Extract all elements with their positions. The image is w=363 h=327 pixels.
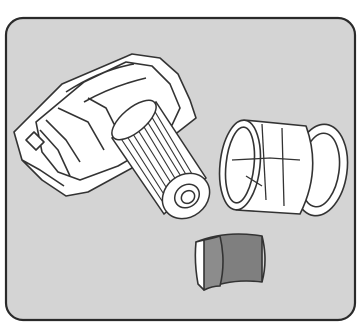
sponge-filter (195, 234, 265, 290)
filter-cup (215, 118, 353, 219)
